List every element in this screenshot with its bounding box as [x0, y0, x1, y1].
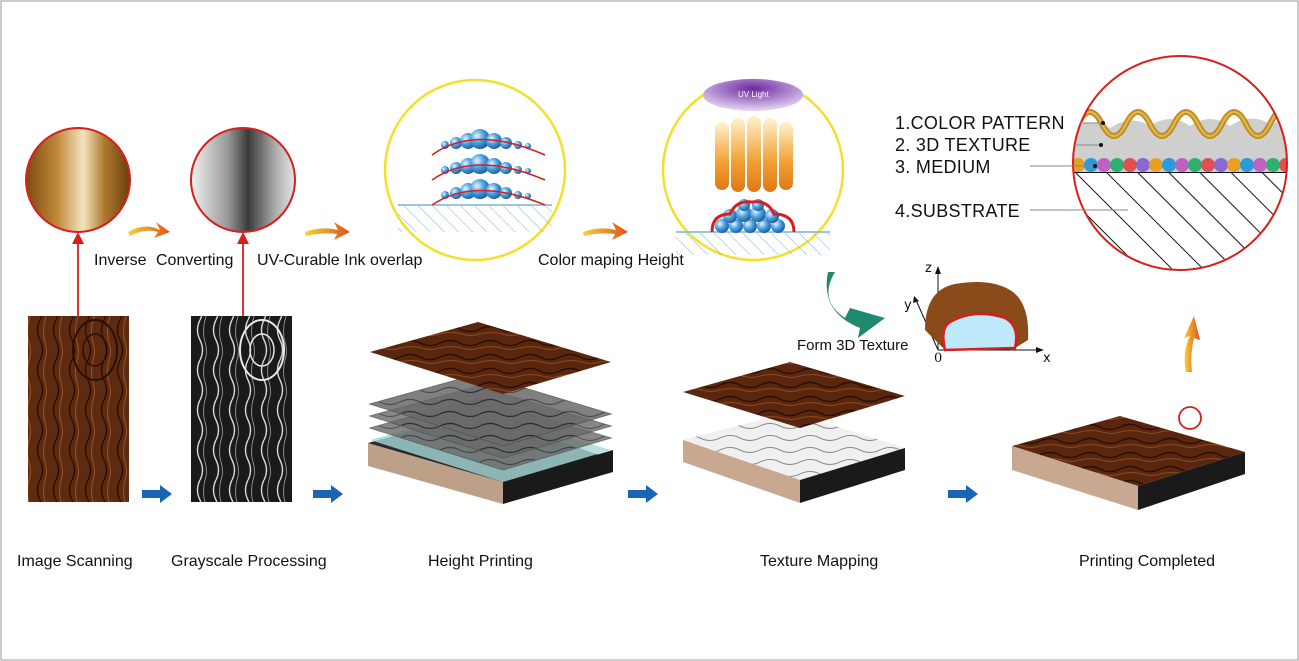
- medium-particle: [1110, 158, 1124, 172]
- layer-substrate: 4.SUBSTRATE: [895, 202, 1020, 220]
- teal-curved-arrow: [827, 272, 885, 338]
- color-circle: [26, 128, 130, 232]
- 3d-texture-shape: [913, 266, 1044, 353]
- orange-arrow-1: [128, 222, 170, 238]
- medium-particle: [1123, 158, 1137, 172]
- texture-mapping-block: [683, 362, 905, 503]
- axis-x-label: x: [1043, 352, 1051, 365]
- axis-z-label: z: [925, 262, 932, 275]
- blue-arrow-1: [142, 485, 172, 503]
- medium-particle: [1240, 158, 1254, 172]
- printing-completed-block: [1012, 407, 1245, 510]
- stage-grayscale-processing: Grayscale Processing: [171, 554, 327, 570]
- height-printing-stack: [368, 322, 613, 504]
- axis-origin-label: 0: [934, 352, 942, 365]
- inverse-label: Inverse: [94, 253, 146, 269]
- medium-particle: [1253, 158, 1267, 172]
- medium-particle: [1227, 158, 1241, 172]
- stage-height-printing: Height Printing: [428, 554, 533, 570]
- uv-curable-label: UV-Curable Ink overlap: [257, 253, 422, 269]
- stage-printing-completed: Printing Completed: [1079, 554, 1215, 570]
- uv-light-circle: [663, 79, 843, 260]
- stage-texture-mapping: Texture Mapping: [760, 554, 878, 570]
- blue-arrow-4: [948, 485, 978, 503]
- medium-particle: [1266, 158, 1280, 172]
- layer-medium: 3. MEDIUM: [895, 158, 991, 176]
- layer-color-pattern: 1.COLOR PATTERN: [895, 114, 1065, 132]
- blue-arrow-2: [313, 485, 343, 503]
- orange-arrow-2: [305, 222, 350, 240]
- medium-particle: [1162, 158, 1176, 172]
- layers-circle: [1070, 50, 1293, 282]
- orange-up-arrow: [1184, 316, 1200, 372]
- grayscale-image: [191, 316, 292, 502]
- grayscale-circle: [191, 128, 295, 232]
- medium-particle: [1136, 158, 1150, 172]
- stage-image-scanning: Image Scanning: [17, 554, 133, 570]
- blue-arrow-3: [628, 485, 658, 503]
- ink-overlap-circle: [385, 80, 565, 260]
- uv-beams: [715, 116, 793, 192]
- medium-particle: [1214, 158, 1228, 172]
- medium-particle: [1188, 158, 1202, 172]
- medium-particle: [1175, 158, 1189, 172]
- medium-particle: [1201, 158, 1215, 172]
- layer-3d-texture: 2. 3D TEXTURE: [895, 136, 1031, 154]
- medium-particle: [1097, 158, 1111, 172]
- converting-label: Converting: [156, 253, 233, 269]
- orange-arrow-3: [583, 222, 628, 240]
- color-mapping-label: Color maping Height: [538, 253, 684, 269]
- uv-light-label: UV Light: [738, 91, 769, 99]
- medium-particle: [1149, 158, 1163, 172]
- form-3d-label: Form 3D Texture: [797, 338, 908, 353]
- axis-y-label: y: [904, 299, 912, 312]
- wood-scan-image: [28, 316, 129, 502]
